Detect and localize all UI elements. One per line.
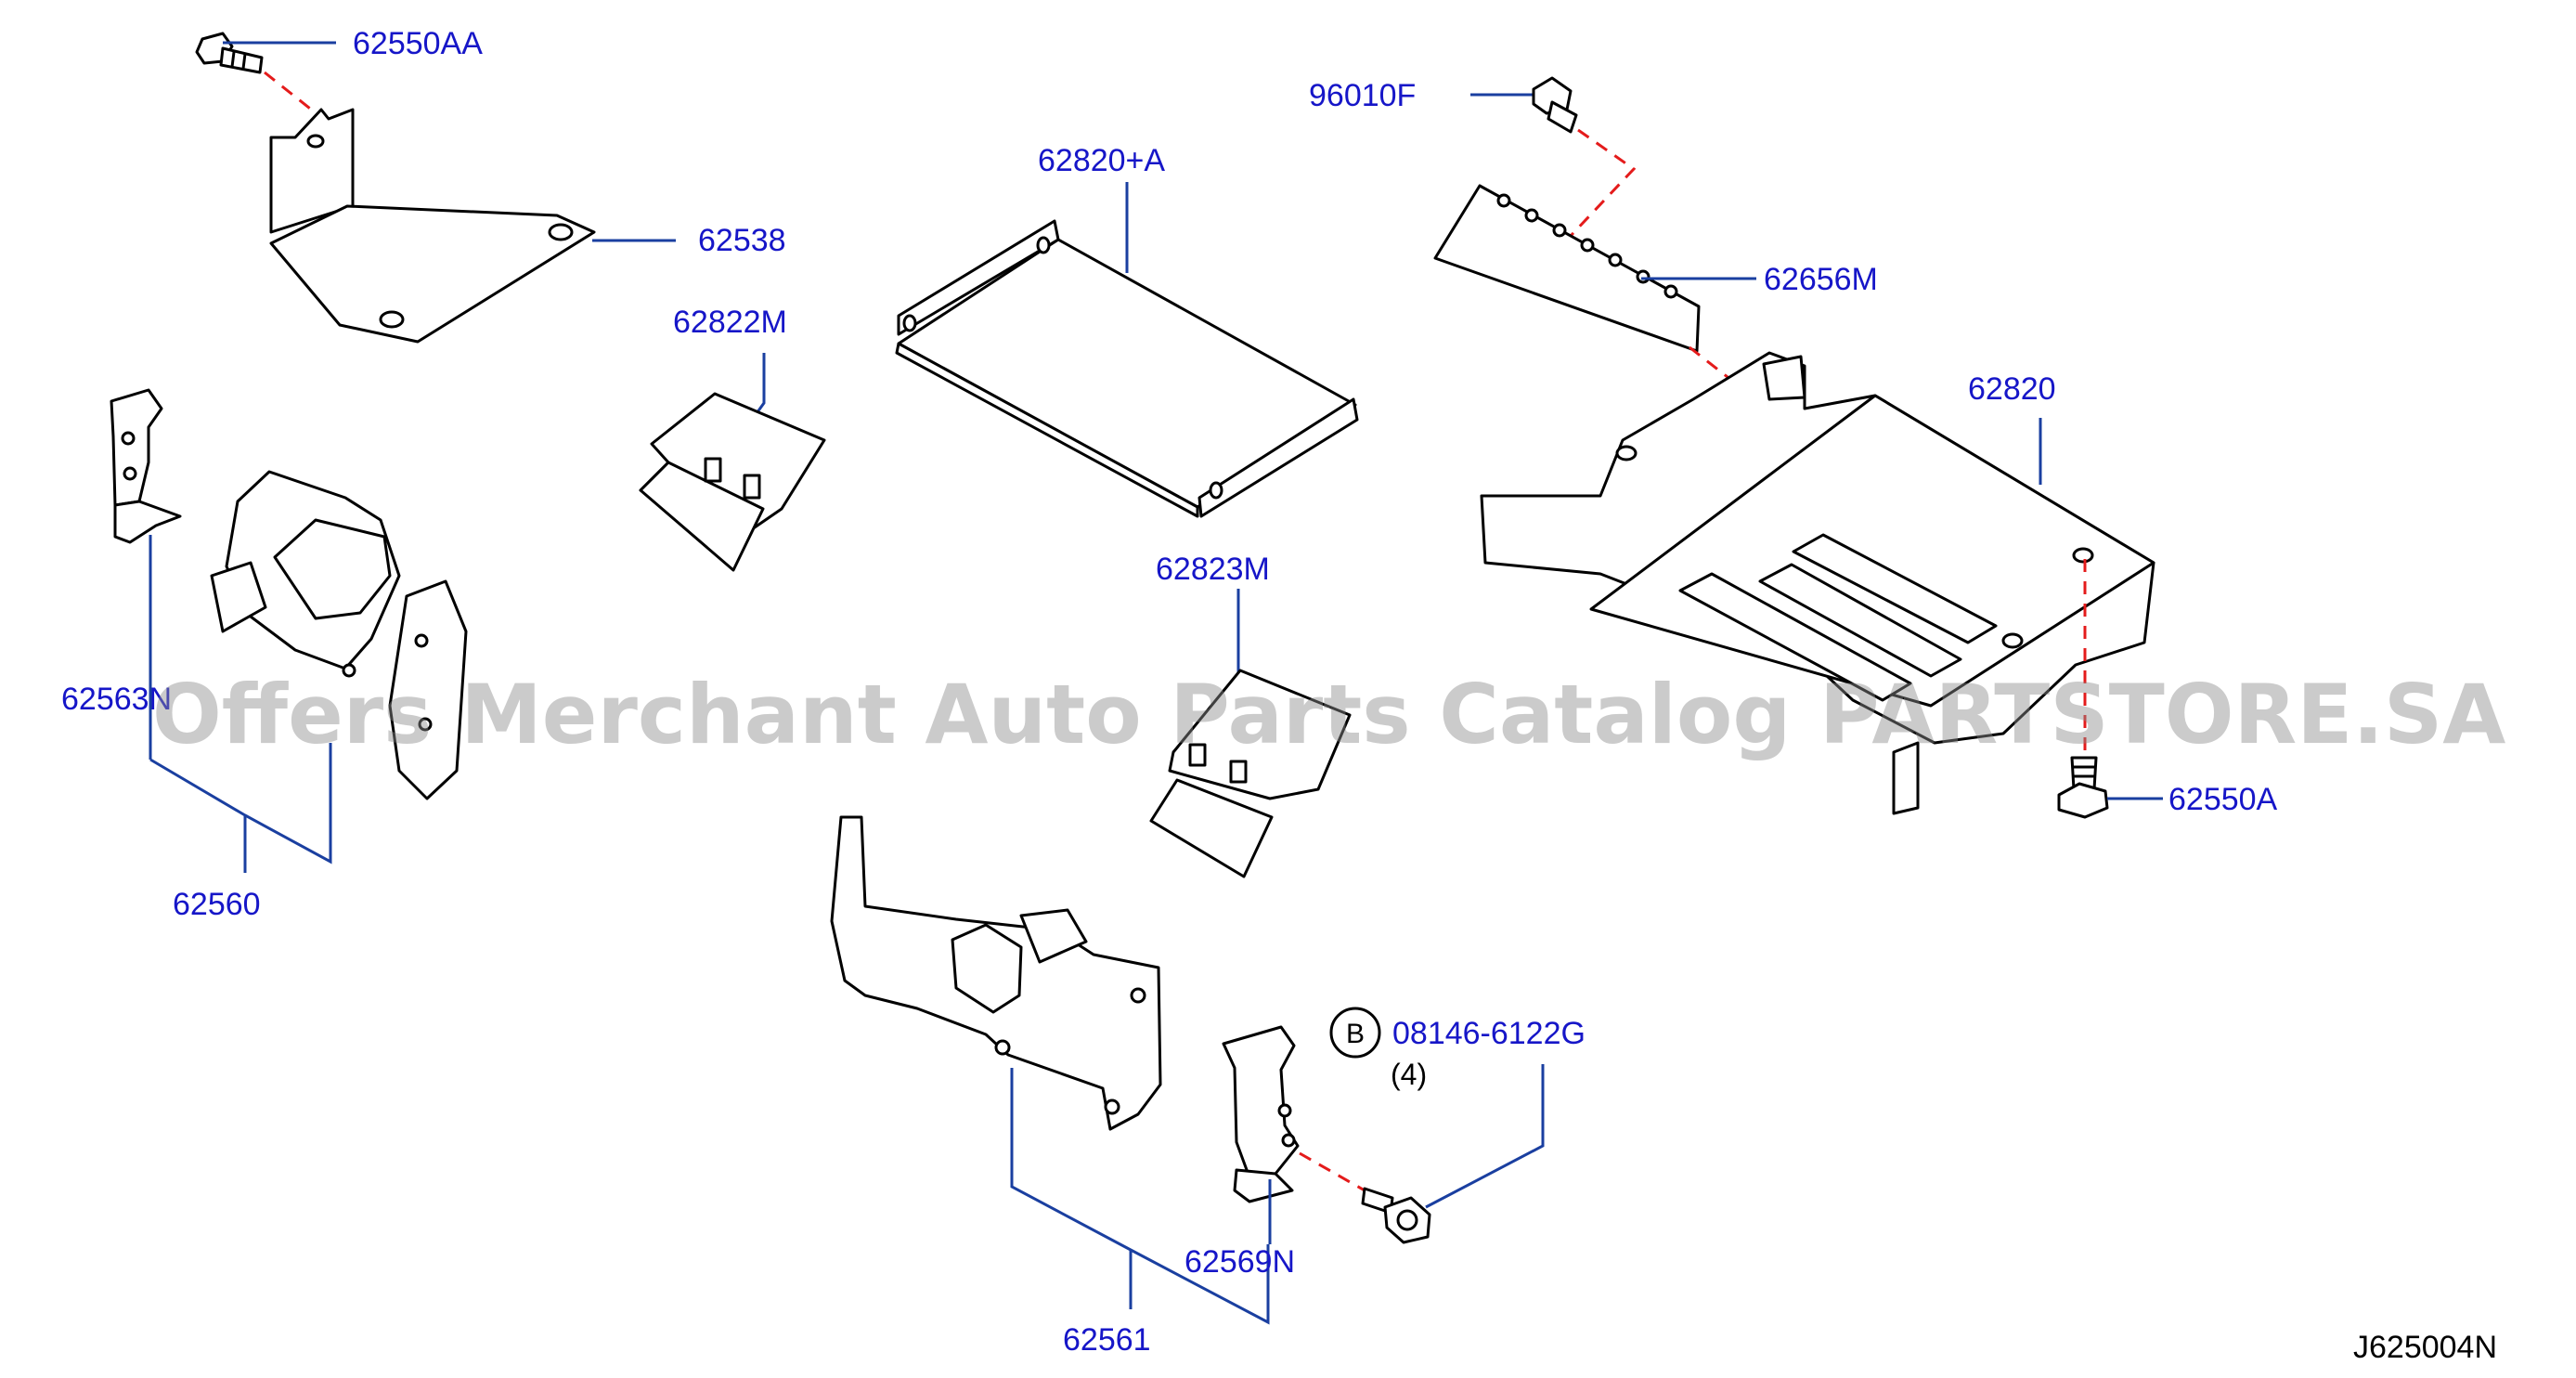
part-label-62538[interactable]: 62538: [698, 223, 786, 258]
bracket-62538[interactable]: [269, 108, 596, 344]
bracket-62563N[interactable]: [110, 388, 182, 544]
guard-62820[interactable]: [1480, 351, 2155, 815]
part-label-62823M[interactable]: 62823M: [1156, 552, 1270, 587]
diagram-code: J625004N: [2353, 1330, 2497, 1365]
part-label-62563N[interactable]: 62563N: [61, 682, 172, 717]
support-62561[interactable]: [830, 815, 1162, 1131]
bracket-62823M[interactable]: [1149, 669, 1352, 878]
bracket-62569N[interactable]: [1222, 1025, 1300, 1203]
b-circle-badge: B: [1329, 1007, 1381, 1059]
leader-line: [149, 743, 332, 864]
watermark: Offers Merchant Auto Parts Catalog PARTS…: [152, 667, 2505, 762]
badge-letter: B: [1346, 1019, 1365, 1049]
plate-62820A[interactable]: [895, 219, 1359, 518]
part-label-62820A[interactable]: 62820+A: [1038, 143, 1165, 178]
dash-line: [1569, 128, 1637, 238]
leader-line: [1425, 1064, 1545, 1209]
bolt-62550A[interactable]: [2057, 756, 2109, 819]
bracket-62656M[interactable]: [1433, 184, 1701, 353]
part-label-96010F[interactable]: 96010F: [1309, 78, 1416, 113]
part-label-62550A[interactable]: 62550A: [2168, 782, 2278, 817]
bolt-08146-6122G[interactable]: [1361, 1187, 1431, 1244]
part-label-62820[interactable]: 62820: [1968, 371, 2056, 407]
part-quantity: (4): [1391, 1058, 1427, 1091]
part-label-62561[interactable]: 62561: [1063, 1322, 1151, 1358]
part-label-62560[interactable]: 62560: [173, 887, 261, 922]
dash-line: [264, 71, 324, 121]
bracket-62822M[interactable]: [639, 392, 826, 572]
part-label-62656M[interactable]: 62656M: [1764, 262, 1878, 297]
part-label-08146-6122G[interactable]: 08146-6122G: [1392, 1016, 1586, 1051]
part-label-62569N[interactable]: 62569N: [1184, 1244, 1295, 1280]
part-label-62822M[interactable]: 62822M: [673, 305, 787, 340]
bolt-62550AA[interactable]: [195, 32, 264, 74]
part-label-62550AA[interactable]: 62550AA: [353, 26, 483, 61]
bolt-96010F[interactable]: [1532, 76, 1578, 134]
support-62560[interactable]: [210, 470, 468, 800]
